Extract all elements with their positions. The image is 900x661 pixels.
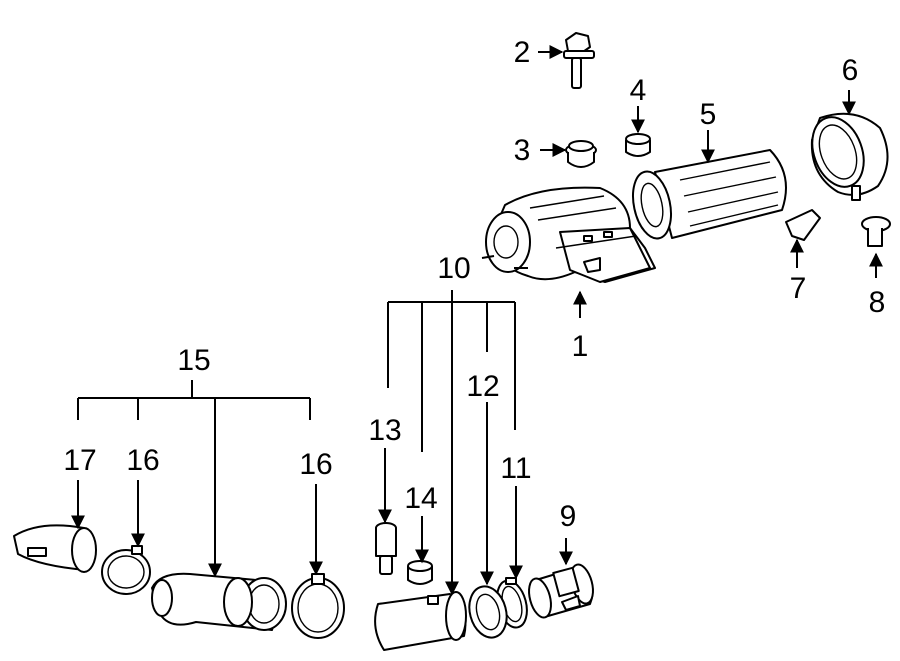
sensor-adapter-part [528, 563, 594, 619]
callout-1: 1 [572, 330, 589, 363]
bolt-part [563, 32, 595, 89]
leader-lines [71, 45, 883, 596]
callout-13: 13 [368, 414, 401, 447]
callout-5: 5 [700, 98, 717, 131]
callout-9: 9 [560, 500, 577, 533]
callout-4: 4 [630, 74, 647, 107]
intake-hose-part [151, 572, 287, 631]
push-pin-part [861, 216, 891, 247]
callout-16-left: 16 [126, 444, 159, 477]
callout-2: 2 [514, 36, 531, 69]
plug-part [625, 133, 651, 157]
filter-element-part [632, 149, 787, 240]
callout-14: 14 [404, 482, 437, 515]
callout-10: 10 [437, 252, 470, 285]
air-cleaner-housing-part [481, 186, 656, 283]
outlet-duct-part [374, 591, 467, 651]
callout-16-right: 16 [299, 448, 332, 481]
callout-11: 11 [500, 452, 531, 485]
callout-3: 3 [514, 134, 531, 167]
callout-17: 17 [63, 444, 96, 477]
resonator-part [13, 524, 97, 573]
vacuum-cap-part [407, 560, 433, 585]
callout-6: 6 [842, 54, 859, 87]
callout-8: 8 [869, 286, 886, 319]
callout-15: 15 [177, 344, 210, 377]
callout-labels: 1 2 3 4 5 6 7 8 9 10 11 12 13 14 15 16 1… [63, 36, 885, 533]
grommet-part [565, 140, 597, 168]
callout-12: 12 [466, 370, 499, 403]
clamp-part-16-right [291, 573, 345, 639]
coupler-part [468, 585, 508, 639]
clip-part [785, 209, 821, 241]
clamp-part-16-left [101, 545, 151, 595]
callout-7: 7 [790, 272, 807, 305]
check-valve-part [375, 522, 397, 575]
housing-cover-part [810, 112, 889, 201]
